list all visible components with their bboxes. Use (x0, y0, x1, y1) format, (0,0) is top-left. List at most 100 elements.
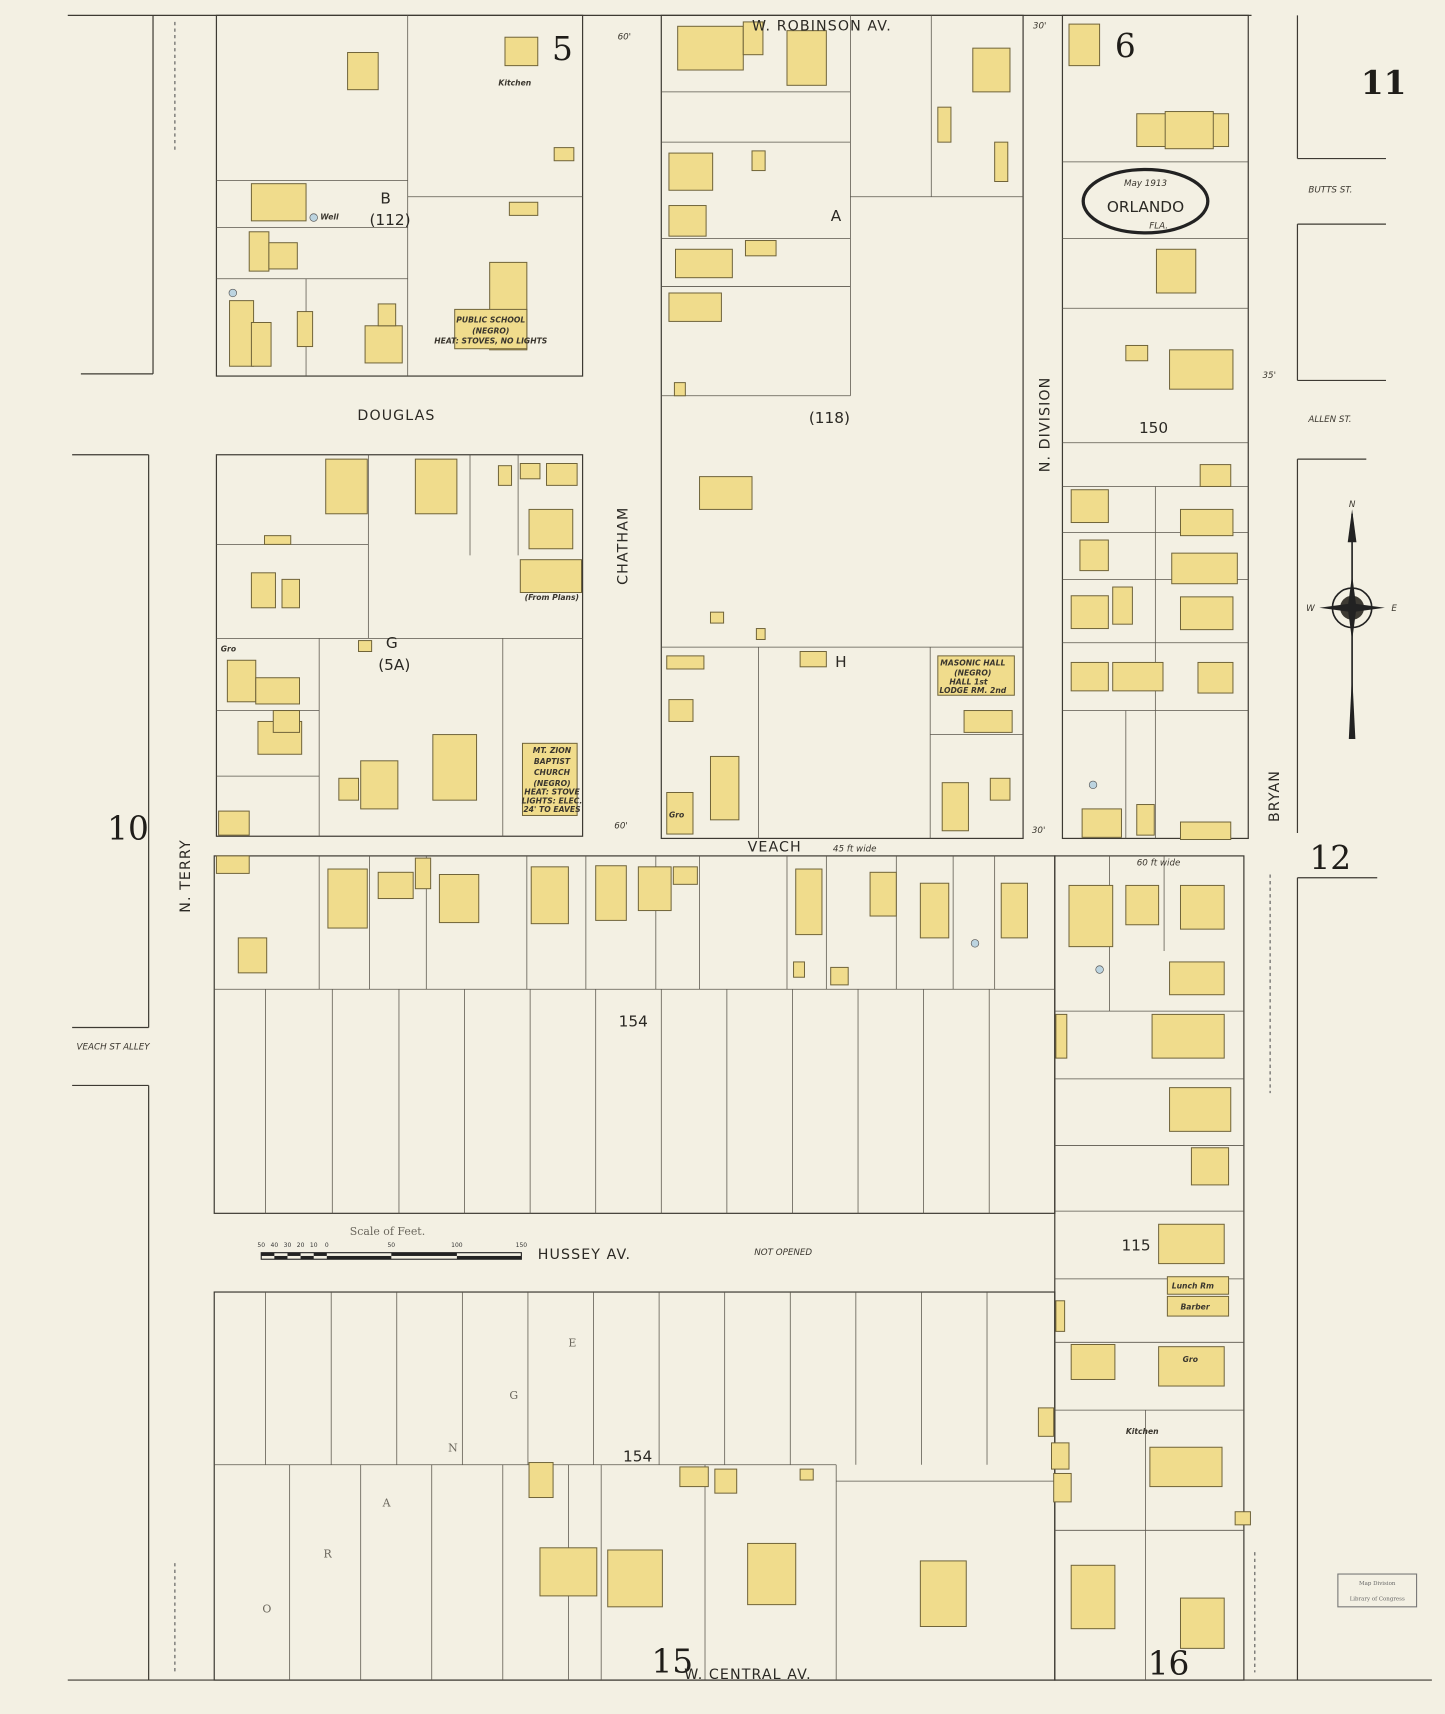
wells: Well (228, 213, 1104, 974)
building (799, 651, 827, 668)
scale-tick-label: 0 (325, 1242, 329, 1249)
street-allen: ALLEN ST. (1307, 415, 1351, 425)
building (250, 322, 272, 367)
building (497, 465, 513, 486)
scale-tick-label: 100 (451, 1242, 463, 1249)
building (1037, 1407, 1055, 1437)
building (941, 782, 969, 832)
width-label: 35' (1262, 371, 1276, 381)
building (1053, 1472, 1072, 1503)
building (919, 882, 950, 939)
hussey-not-opened: NOT OPENED (754, 1248, 812, 1258)
block-outline (215, 454, 584, 837)
block-and-lot-lines (67, 14, 1432, 1681)
building (668, 292, 722, 322)
building (666, 655, 705, 670)
veach-width: 45 ft wide (833, 845, 877, 855)
building (668, 699, 694, 722)
building (1190, 1147, 1230, 1186)
lunch-room-label: Lunch Rm (1172, 1282, 1214, 1291)
building (528, 508, 574, 550)
building (1068, 884, 1114, 948)
building (248, 231, 270, 272)
masonic-hall-label: MASONIC HALL (NEGRO) HALL 1st LODGE RM. … (939, 659, 1006, 695)
building (937, 655, 1015, 696)
building (1166, 1295, 1230, 1317)
building (438, 873, 480, 924)
building (673, 382, 686, 397)
building (1070, 661, 1109, 692)
building (432, 734, 478, 801)
building (1169, 349, 1234, 390)
scale-tick-label: 150 (516, 1242, 528, 1249)
building (226, 659, 257, 703)
building (666, 792, 694, 835)
svg-text:Scale of Feet.: Scale of Feet. (350, 1225, 425, 1238)
building (530, 866, 569, 925)
building (1179, 596, 1234, 631)
building (1179, 821, 1232, 841)
building (714, 1468, 738, 1494)
svg-text:CHURCH: CHURCH (534, 768, 571, 777)
building (364, 325, 403, 364)
svg-text:HEAT: STOVE: HEAT: STOVE (524, 788, 580, 797)
building (264, 535, 292, 545)
cartouche-state: FLA. (1149, 222, 1168, 232)
building (795, 868, 823, 936)
building (1164, 111, 1214, 150)
building (709, 755, 740, 821)
building (1179, 1597, 1225, 1649)
building (358, 640, 373, 653)
width-label: 60' (614, 822, 628, 832)
building (528, 1462, 554, 1499)
building (250, 183, 307, 222)
building (521, 742, 578, 816)
buildings (215, 21, 1251, 1649)
from-plans-label: (From Plans) (525, 593, 579, 602)
building (1125, 884, 1160, 926)
building (1000, 882, 1028, 939)
building (414, 857, 432, 890)
well-icon (228, 288, 237, 298)
street-terry: N. TERRY (178, 839, 194, 912)
watermark-letter: E (568, 1337, 576, 1350)
building (325, 458, 368, 515)
block-a-number: (118) (809, 409, 850, 427)
building (1158, 1223, 1225, 1265)
svg-text:(NEGRO): (NEGRO) (472, 326, 509, 335)
building (595, 865, 627, 921)
building (989, 777, 1011, 801)
building (1155, 248, 1197, 294)
building (504, 36, 539, 67)
street-hussey: HUSSEY AV. (538, 1247, 631, 1263)
well-icon (1088, 780, 1098, 790)
building (1179, 508, 1234, 537)
width-label: 30' (1032, 826, 1046, 836)
width-label: 30' (1033, 21, 1047, 31)
adjoining-sheet-12: 12 (1309, 839, 1351, 877)
building (1112, 661, 1164, 692)
building (1136, 804, 1155, 836)
svg-text:(NEGRO): (NEGRO) (954, 669, 991, 678)
width-label: 60' (618, 32, 632, 42)
svg-text:LIGHTS: ELEC.: LIGHTS: ELEC. (522, 796, 583, 805)
building (937, 106, 952, 143)
adjoining-sheet-6: 6 (1115, 27, 1136, 65)
building (744, 240, 777, 257)
well-icon (309, 213, 318, 222)
building (1112, 586, 1133, 625)
building (742, 21, 764, 56)
street-veach-alley: VEACH ST ALLEY (77, 1042, 151, 1052)
building (347, 52, 379, 91)
watermark-letter: A (382, 1496, 391, 1509)
public-school-label: PUBLIC SCHOOL (NEGRO) HEAT: STOVES, NO L… (434, 316, 548, 346)
building (229, 300, 255, 367)
block-b-letter: B (380, 189, 391, 207)
building (668, 205, 707, 237)
building (281, 578, 300, 609)
svg-text:W: W (1306, 604, 1315, 614)
well-icon (1095, 965, 1104, 974)
svg-text:LODGE RM. 2nd: LODGE RM. 2nd (939, 686, 1006, 695)
